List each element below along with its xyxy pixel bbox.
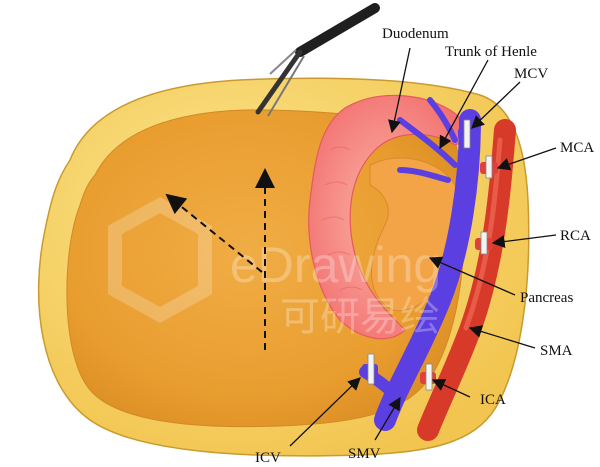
label-mca: MCA [560,140,594,156]
label-ica: ICA [480,392,506,408]
label-icv: ICV [255,450,281,466]
label-mcv: MCV [514,66,548,82]
leader-lines [289,47,557,447]
label-sma: SMA [540,343,573,359]
dissection-arrow-diagonal [165,193,263,273]
mcv-stump [458,119,476,149]
mesentery-inner [66,109,465,428]
icv-stump [362,353,378,385]
label-rca: RCA [560,228,591,244]
grasper-icon [255,3,380,117]
henle-trunk-branches [397,97,458,183]
sma-artery [417,119,516,441]
label-trunk-of-henle: Trunk of Henle [445,44,537,60]
mca-stump [480,155,498,179]
rca-stump [475,231,493,255]
duodenum-folds [321,146,363,291]
watermark-latin: eDrawing [230,237,441,293]
watermark-chinese: 可研易绘 [280,295,440,339]
label-smv: SMV [348,446,381,462]
label-duodenum: Duodenum [382,26,449,42]
label-pancreas: Pancreas [520,290,573,306]
smv-vein [374,109,481,431]
watermark-logo-icon [108,196,212,324]
